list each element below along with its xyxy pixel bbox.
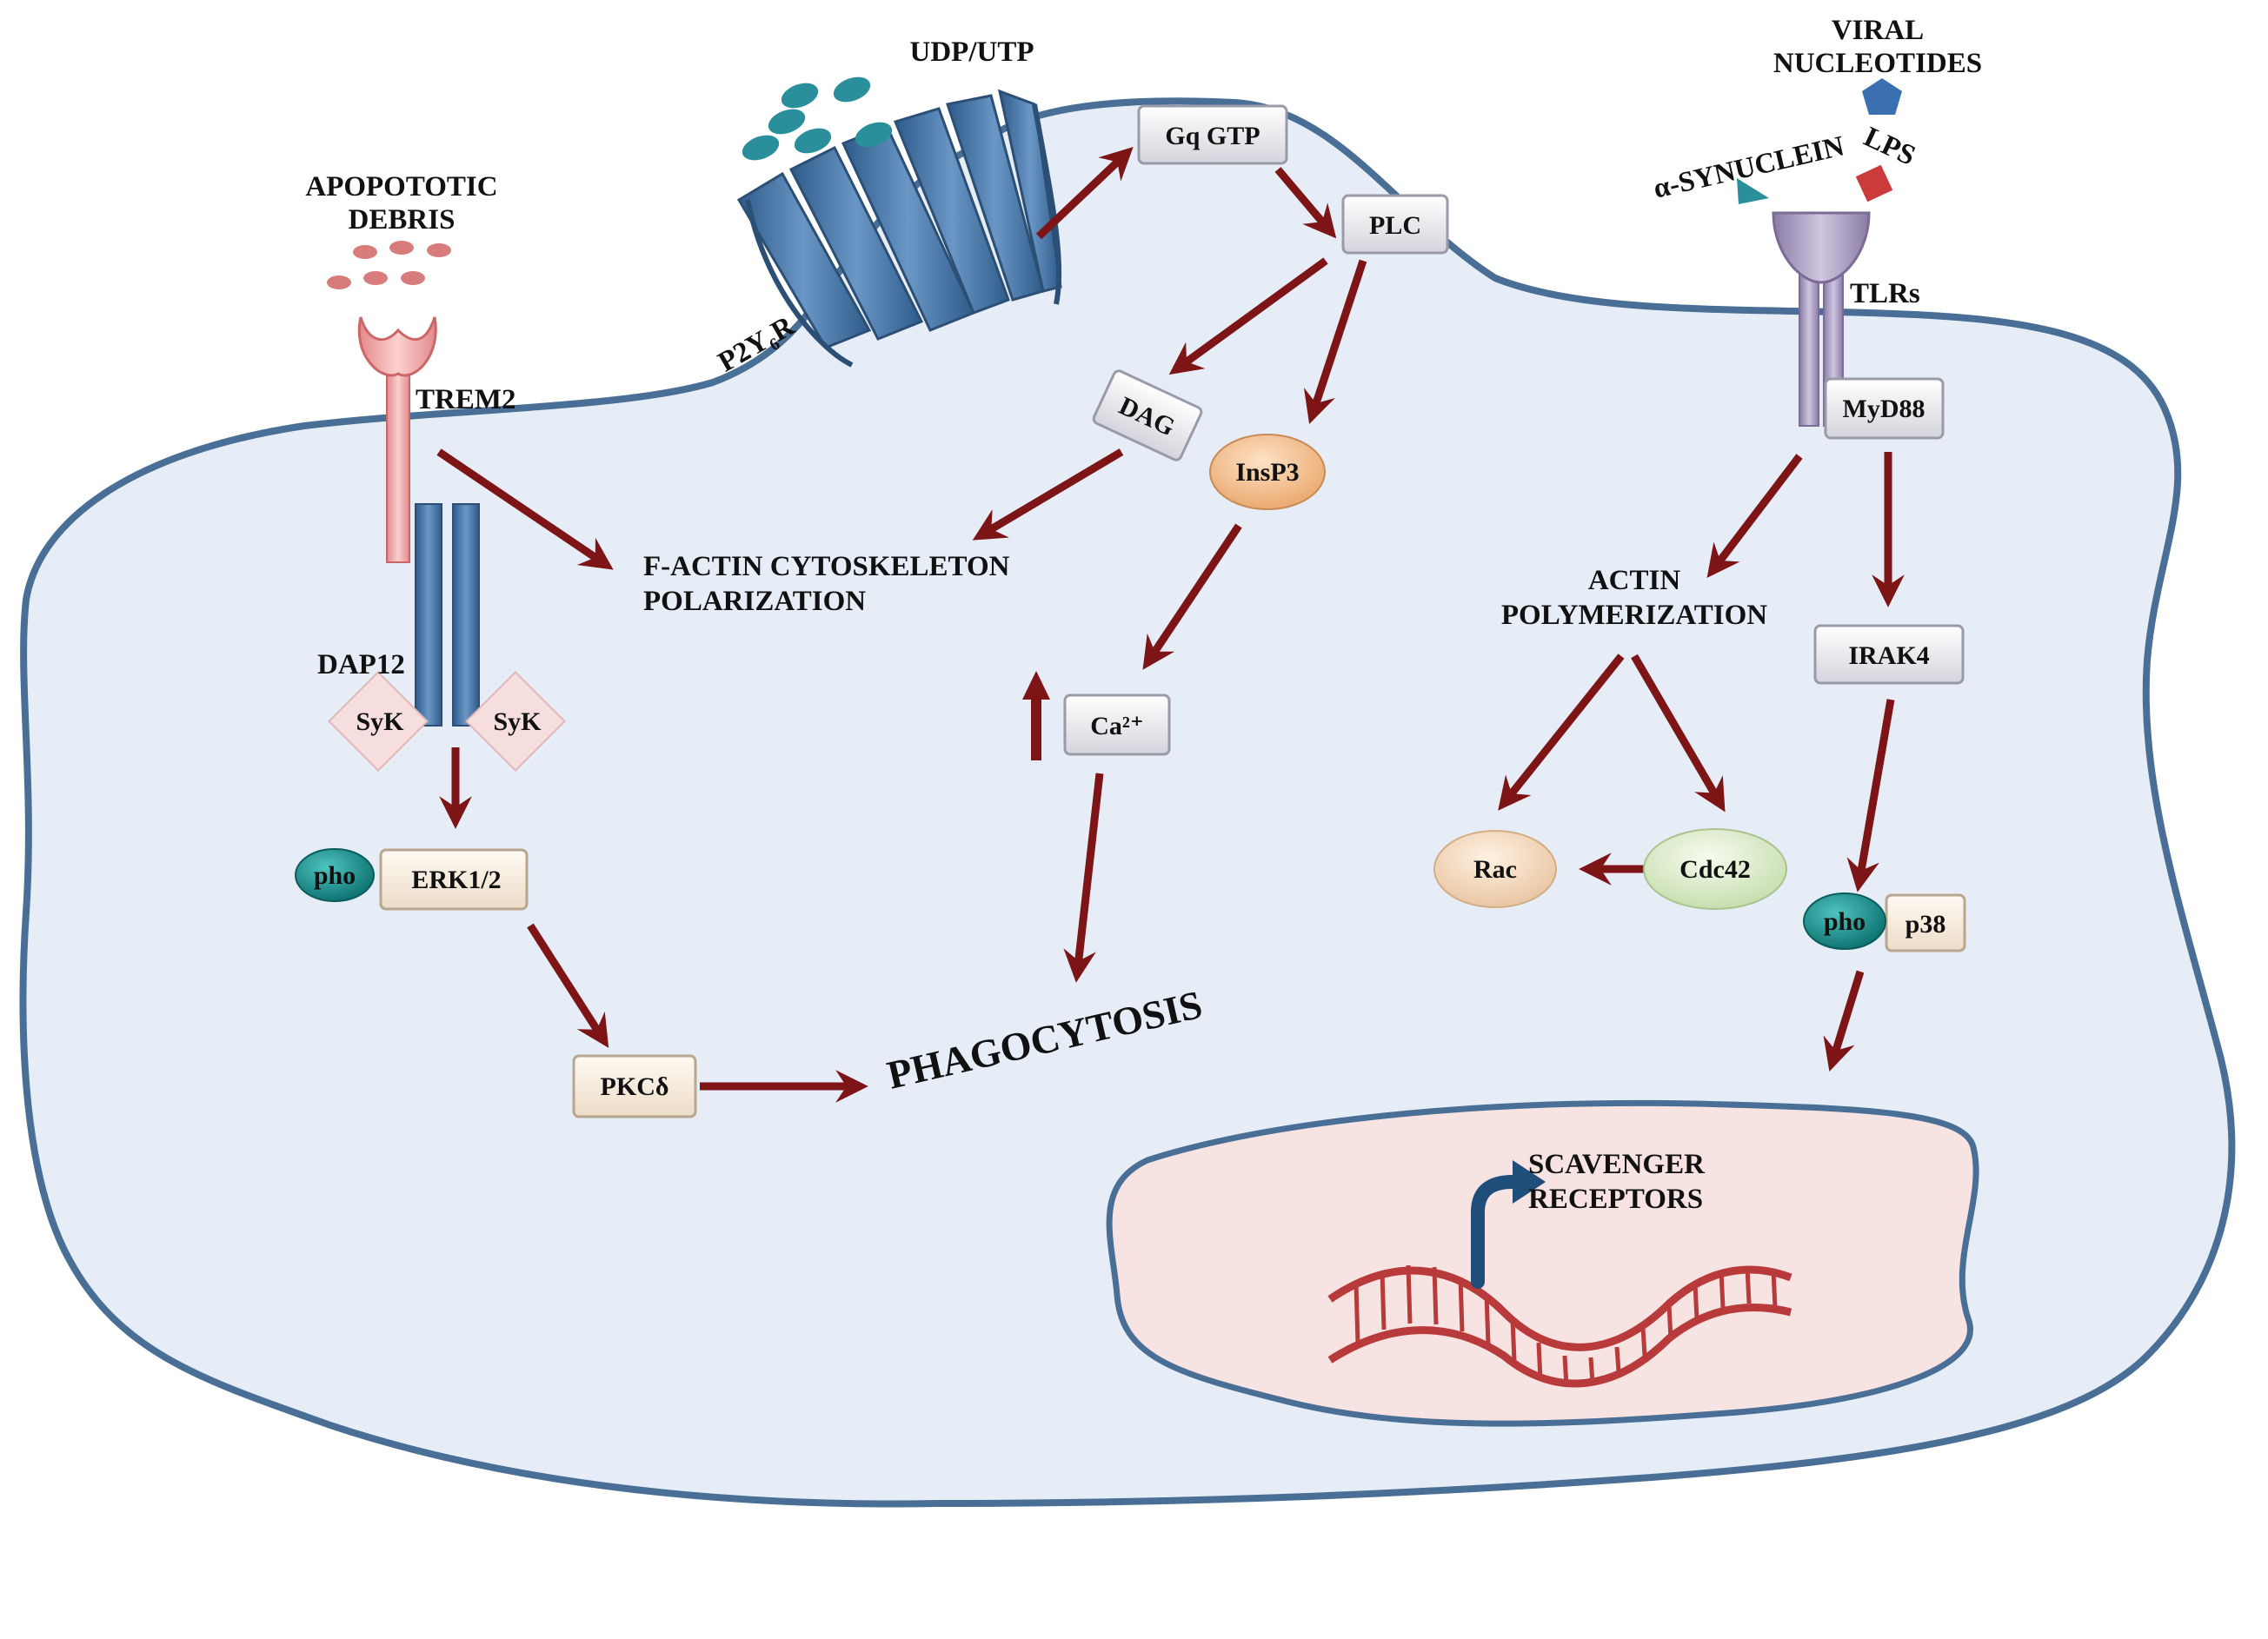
- node-p38: p38 pho: [1803, 892, 1966, 952]
- dap12-icon: [415, 503, 480, 727]
- viral-nucleotide-icon: [1862, 78, 1902, 115]
- dap12-label: DAP12: [317, 649, 405, 680]
- gq-gtp-label: Gq GTP: [1165, 122, 1260, 150]
- node-cdc42: Cdc42: [1643, 828, 1787, 910]
- nucleus: [1106, 1099, 1979, 1427]
- f-actin-label-line1: F-ACTIN CYTOSKELETON: [643, 551, 1010, 582]
- node-dag: DAG: [1092, 369, 1203, 461]
- tlr-receptor-icon: [1772, 211, 1871, 427]
- viral-nucleotides-label-line1: VIRAL: [1832, 15, 1924, 46]
- lps-icon: [1855, 164, 1893, 202]
- node-syk-right: SyK: [465, 671, 566, 772]
- apoptotic-debris-label-line2: DEBRIS: [349, 204, 456, 236]
- pho-erk-label: pho: [314, 861, 356, 890]
- syk-right-label: SyK: [493, 707, 542, 736]
- node-erk: ERK1/2 pho: [295, 848, 529, 911]
- pho-p38-label: pho: [1824, 907, 1866, 936]
- calcium-label: Ca²⁺: [1090, 712, 1144, 740]
- apoptotic-debris-icons: [327, 241, 451, 289]
- udp-utp-ligand-icons: [742, 76, 893, 161]
- dna-helix-icon: [1327, 1264, 1792, 1388]
- node-calcium: Ca²⁺: [1063, 693, 1171, 756]
- pathway-arrows: [436, 147, 1905, 1103]
- node-insp3: InsP3: [1209, 434, 1326, 510]
- actin-polymerization-label-line2: POLYMERIZATION: [1501, 600, 1767, 631]
- scavenger-receptors-label-line2: RECEPTORS: [1528, 1184, 1703, 1215]
- tlrs-label: TLRs: [1850, 278, 1920, 309]
- calcium-increase-arrow-icon: [1022, 671, 1050, 760]
- plc-label: PLC: [1369, 211, 1421, 240]
- node-myd88: MyD88: [1824, 377, 1945, 440]
- trem2-label: TREM2: [416, 384, 516, 415]
- f-actin-label-line2: POLARIZATION: [643, 586, 866, 617]
- p2y6-receptor-icon: [736, 89, 1062, 368]
- p38-label: p38: [1906, 910, 1946, 939]
- myd88-label: MyD88: [1843, 395, 1925, 423]
- node-gq-gtp: Gq GTP: [1137, 104, 1288, 165]
- node-syk-left: SyK: [328, 671, 429, 772]
- rac-label: Rac: [1473, 855, 1517, 884]
- apoptotic-debris-label-line1: APOPOTOTIC: [305, 171, 497, 202]
- erk-label: ERK1/2: [411, 866, 501, 894]
- transcription-arrow-head-icon: [1513, 1160, 1546, 1204]
- pkc-label: PKCδ: [601, 1072, 669, 1101]
- node-irak4: IRAK4: [1813, 624, 1965, 685]
- insp3-label: InsP3: [1235, 458, 1299, 487]
- transcription-arrow-icon: [1471, 1175, 1524, 1289]
- actin-polymerization-label-line1: ACTIN: [1588, 565, 1681, 596]
- syk-left-label: SyK: [356, 707, 404, 736]
- node-pkc: PKCδ: [572, 1054, 697, 1118]
- udp-utp-label: UDP/UTP: [910, 36, 1034, 68]
- viral-nucleotides-label-line2: NUCLEOTIDES: [1773, 48, 1982, 79]
- alpha-synuclein-icon: [1737, 178, 1769, 204]
- node-rac: Rac: [1433, 830, 1557, 908]
- lps-label: LPS: [1859, 122, 1920, 172]
- cdc42-label: Cdc42: [1679, 855, 1751, 884]
- irak4-label: IRAK4: [1848, 641, 1929, 670]
- scavenger-receptors-label-line1: SCAVENGER: [1528, 1149, 1706, 1180]
- node-plc: PLC: [1341, 194, 1449, 255]
- trem2-receptor-icon: [357, 316, 437, 563]
